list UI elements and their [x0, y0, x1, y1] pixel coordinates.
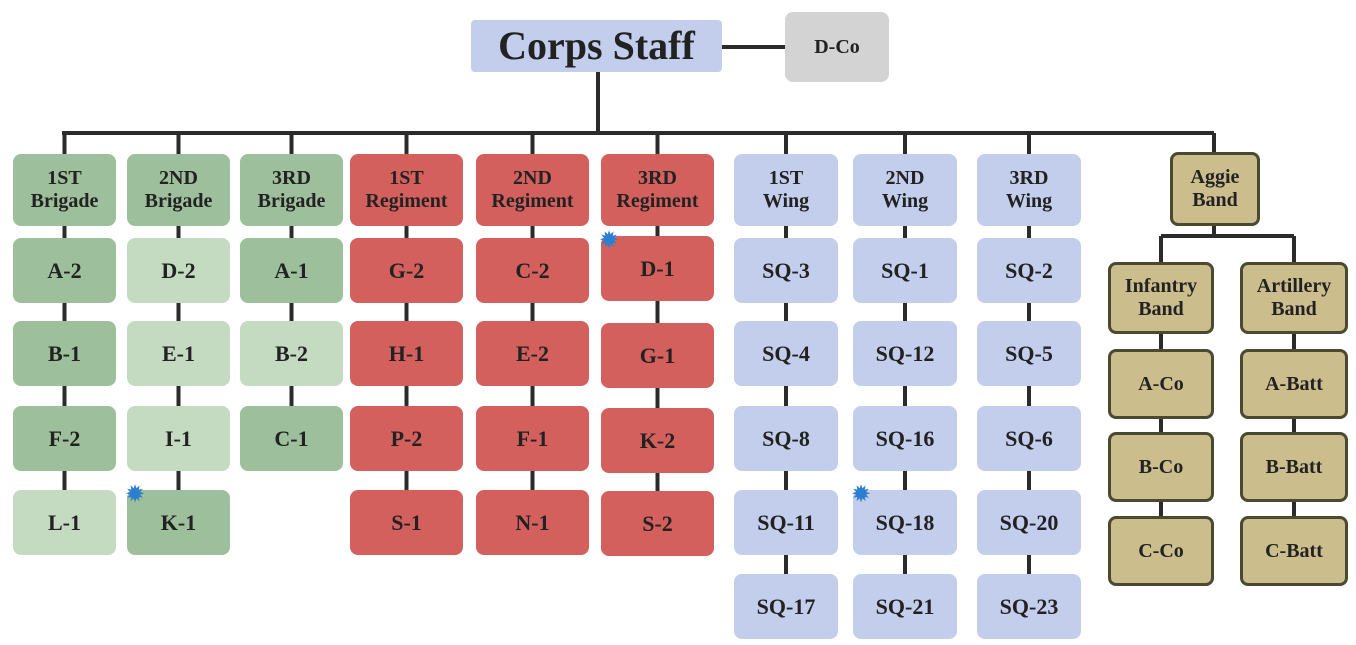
- unit-k-2: K-2: [601, 408, 714, 473]
- unit-sq-4: SQ-4: [734, 321, 838, 386]
- unit-sq-11: SQ-11: [734, 490, 838, 555]
- header-line: 1ST: [389, 167, 424, 189]
- unit-n-1: N-1: [476, 490, 589, 555]
- unit-d-1: D-1: [601, 236, 714, 301]
- unit-b-co: B-Co: [1108, 432, 1214, 502]
- unit-sq-2: SQ-2: [977, 238, 1081, 303]
- header-line: 1ST: [768, 167, 804, 189]
- unit-d-2: D-2: [127, 238, 230, 303]
- unit-h-1: H-1: [350, 321, 463, 386]
- d-co-box: D-Co: [785, 12, 889, 82]
- header-line: Infantry: [1124, 275, 1198, 297]
- unit-sq-23: SQ-23: [977, 574, 1081, 639]
- unit-c-1: C-1: [240, 406, 343, 471]
- unit-sq-3: SQ-3: [734, 238, 838, 303]
- header-line: 3RD: [272, 167, 311, 189]
- header-line: Wing: [762, 190, 810, 212]
- unit-c-co: C-Co: [1108, 516, 1214, 586]
- header-line: Band: [1138, 298, 1184, 320]
- unit-b-2: B-2: [240, 321, 343, 386]
- header-line: Aggie: [1190, 166, 1240, 188]
- unit-c-batt: C-Batt: [1240, 516, 1348, 586]
- header-line: Regiment: [616, 190, 699, 212]
- header-line: Band: [1271, 298, 1317, 320]
- unit-f-1: F-1: [476, 406, 589, 471]
- header-line: Brigade: [144, 190, 213, 212]
- header-line: 2ND: [159, 167, 198, 189]
- unit-s-2: S-2: [601, 491, 714, 556]
- unit-a-2: A-2: [13, 238, 116, 303]
- unit-a-co: A-Co: [1108, 349, 1214, 419]
- unit-sq-21: SQ-21: [853, 574, 957, 639]
- unit-sq-8: SQ-8: [734, 406, 838, 471]
- unit-e-1: E-1: [127, 321, 230, 386]
- unit-a-1: A-1: [240, 238, 343, 303]
- unit-sq-18: SQ-18: [853, 490, 957, 555]
- unit-sq-16: SQ-16: [853, 406, 957, 471]
- marker-icon: ✹: [599, 226, 620, 254]
- unit-f-2: F-2: [13, 406, 116, 471]
- header-line: 3RD: [1009, 167, 1049, 189]
- header-line: 2ND: [885, 167, 925, 189]
- unit-s-1: S-1: [350, 490, 463, 555]
- corps-staff-box: Corps Staff: [471, 20, 722, 72]
- unit-sq-5: SQ-5: [977, 321, 1081, 386]
- unit-sq-1: SQ-1: [853, 238, 957, 303]
- header-line: 3RD: [638, 167, 677, 189]
- unit-p-2: P-2: [350, 406, 463, 471]
- header-line: 1ST: [47, 167, 82, 189]
- header-line: Brigade: [30, 190, 99, 212]
- unit-g-1: G-1: [601, 323, 714, 388]
- header-line: Artillery: [1256, 275, 1332, 297]
- unit-sq-20: SQ-20: [977, 490, 1081, 555]
- unit-b-batt: B-Batt: [1240, 432, 1348, 502]
- header-line: Band: [1192, 189, 1238, 211]
- unit-k-1: K-1: [127, 490, 230, 555]
- unit-c-2: C-2: [476, 238, 589, 303]
- header-line: Brigade: [257, 190, 326, 212]
- unit-sq-12: SQ-12: [853, 321, 957, 386]
- unit-sq-17: SQ-17: [734, 574, 838, 639]
- unit-g-2: G-2: [350, 238, 463, 303]
- unit-e-2: E-2: [476, 321, 589, 386]
- unit-i-1: I-1: [127, 406, 230, 471]
- unit-a-batt: A-Batt: [1240, 349, 1348, 419]
- header-line: Wing: [881, 190, 929, 212]
- unit-b-1: B-1: [13, 321, 116, 386]
- header-line: Regiment: [365, 190, 448, 212]
- marker-icon: ✹: [125, 480, 146, 508]
- header-line: 2ND: [513, 167, 552, 189]
- header-line: Wing: [1005, 190, 1053, 212]
- unit-sq-6: SQ-6: [977, 406, 1081, 471]
- marker-icon: ✹: [851, 480, 872, 508]
- header-line: Regiment: [491, 190, 574, 212]
- unit-l-1: L-1: [13, 490, 116, 555]
